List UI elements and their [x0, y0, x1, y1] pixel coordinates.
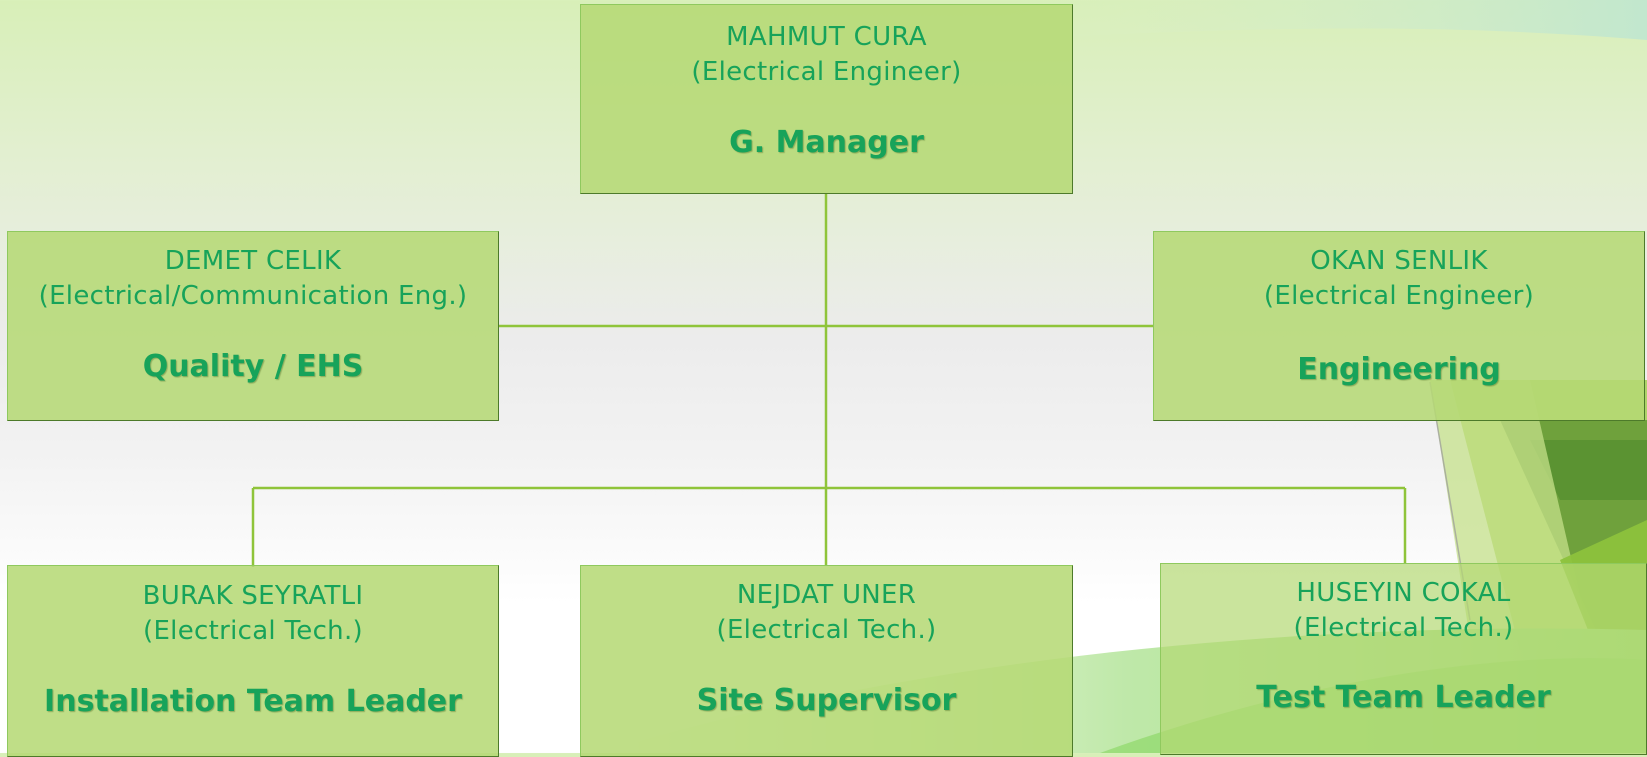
node-role: Engineering	[1297, 352, 1501, 387]
node-name: DEMET CELIK	[164, 246, 342, 276]
org-node-test: HUSEYIN COKAL (Electrical Tech.) Test Te…	[1160, 563, 1647, 755]
node-name: HUSEYIN COKAL	[1296, 578, 1511, 608]
node-name: OKAN SENLIK	[1310, 246, 1488, 276]
org-node-site: NEJDAT UNER (Electrical Tech.) Site Supe…	[580, 565, 1073, 757]
node-role: Installation Team Leader	[44, 684, 462, 719]
node-role: G. Manager	[729, 125, 924, 160]
node-qualification: (Electrical/Communication Eng.)	[38, 281, 468, 311]
node-role: Site Supervisor	[696, 683, 957, 718]
node-qualification: (Electrical Tech.)	[716, 615, 937, 645]
node-name: MAHMUT CURA	[726, 22, 927, 52]
org-node-installation: BURAK SEYRATLI (Electrical Tech.) Instal…	[7, 565, 499, 757]
node-qualification: (Electrical Engineer)	[1263, 281, 1535, 311]
node-qualification: (Electrical Tech.)	[143, 616, 363, 646]
org-node-gm: MAHMUT CURA (Electrical Engineer) G. Man…	[580, 4, 1073, 194]
node-name: BURAK SEYRATLI	[142, 581, 364, 611]
node-role: Quality / EHS	[142, 349, 364, 384]
org-node-quality: DEMET CELIK (Electrical/Communication En…	[7, 231, 499, 421]
node-qualification: (Electrical Engineer)	[691, 57, 962, 87]
node-name: NEJDAT UNER	[736, 580, 917, 610]
node-qualification: (Electrical Tech.)	[1293, 613, 1514, 643]
node-role: Test Team Leader	[1256, 680, 1551, 715]
org-node-engineering: OKAN SENLIK (Electrical Engineer) Engine…	[1153, 231, 1645, 421]
